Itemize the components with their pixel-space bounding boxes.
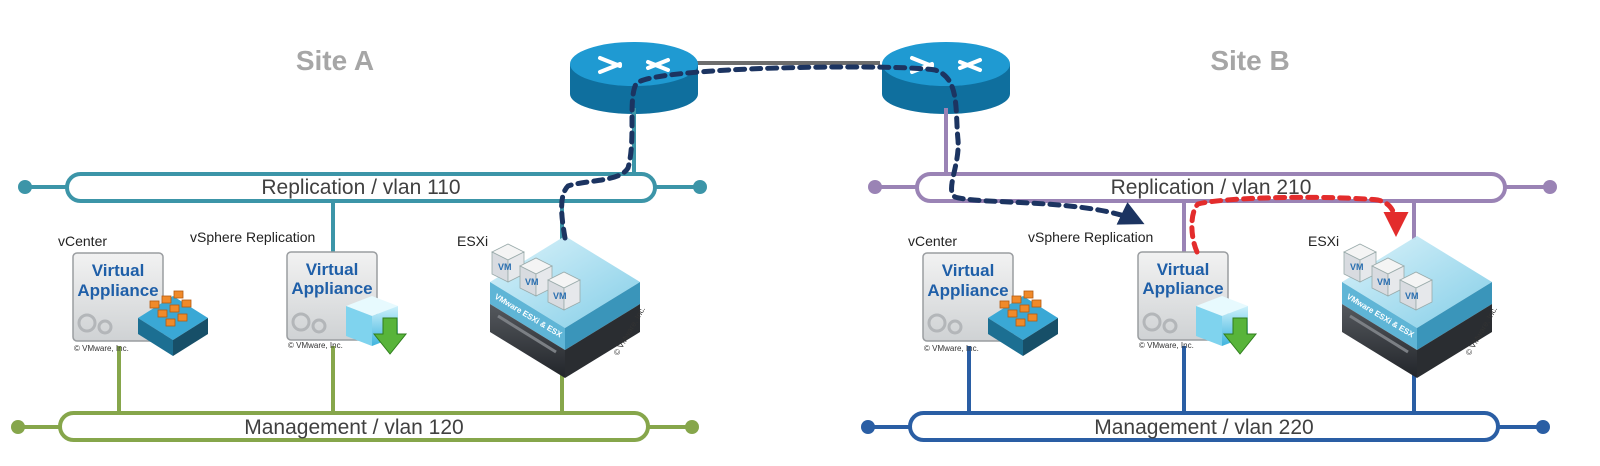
- esxi-label-a: ESXi: [457, 233, 488, 249]
- vsr-label-b: vSphere Replication: [1028, 229, 1153, 245]
- svg-text:Virtual: Virtual: [306, 260, 359, 279]
- cpu-chip-icon: [138, 290, 208, 356]
- replication-flow-path: [559, 64, 1145, 241]
- vcenter-label-b: vCenter: [908, 233, 957, 249]
- virtual-appliance-icon: Virtual Appliance © VMware, Inc.: [921, 251, 1015, 353]
- vsphere-replication-appliance-a: Virtual Appliance © VMware, Inc.: [285, 250, 408, 355]
- svg-text:Appliance: Appliance: [1142, 279, 1223, 298]
- management-label-a: Management / vlan 120: [244, 416, 463, 439]
- management-network-b: Management / vlan 220: [861, 411, 1550, 442]
- cpu-chip-icon: [988, 290, 1058, 356]
- replication-label-b: Replication / vlan 210: [1111, 176, 1312, 199]
- svg-text:Appliance: Appliance: [927, 281, 1008, 300]
- replication-cube-icon: [1196, 296, 1248, 346]
- replication-label-a: Replication / vlan 110: [261, 176, 460, 199]
- svg-text:VM: VM: [498, 262, 512, 272]
- svg-text:VM: VM: [1377, 277, 1391, 287]
- svg-text:VM: VM: [1405, 291, 1419, 301]
- vm-box: VM: [547, 271, 581, 311]
- svg-text:Virtual: Virtual: [92, 261, 145, 280]
- virtual-appliance-icon: Virtual Appliance © VMware, Inc.: [71, 251, 165, 353]
- svg-text:© VMware, Inc.: © VMware, Inc.: [1139, 341, 1194, 350]
- esxi-host-b: VMware ESXi & ESX © VMware, Inc. VM VM V…: [1342, 236, 1499, 378]
- vcenter-appliance-b: Virtual Appliance © VMware, Inc.: [921, 251, 1058, 356]
- replication-network-a: Replication / vlan 110: [18, 172, 707, 203]
- vm-box: VM: [1343, 243, 1377, 283]
- svg-text:© VMware, Inc.: © VMware, Inc.: [924, 344, 979, 353]
- download-arrow-icon: [372, 317, 408, 355]
- svg-text:VM: VM: [1350, 262, 1364, 272]
- management-network-a: Management / vlan 120: [11, 411, 699, 442]
- local-delivery-flow-path: [1189, 194, 1409, 255]
- vsr-label-a: vSphere Replication: [190, 229, 315, 245]
- vm-box: VM: [491, 243, 525, 283]
- replication-network-b: Replication / vlan 210: [868, 172, 1557, 203]
- vcenter-appliance-a: Virtual Appliance © VMware, Inc.: [71, 251, 208, 356]
- virtual-appliance-icon: Virtual Appliance © VMware, Inc.: [285, 250, 379, 350]
- svg-text:Appliance: Appliance: [291, 279, 372, 298]
- svg-text:VM: VM: [553, 291, 567, 301]
- svg-text:© VMware, Inc.: © VMware, Inc.: [74, 344, 129, 353]
- svg-text:VM: VM: [525, 277, 539, 287]
- site-b-title: Site B: [1210, 45, 1289, 76]
- download-arrow-icon: [1222, 317, 1258, 355]
- svg-text:Virtual: Virtual: [942, 261, 995, 280]
- svg-text:Appliance: Appliance: [77, 281, 158, 300]
- management-label-b: Management / vlan 220: [1094, 416, 1313, 439]
- vm-box: VM: [1371, 257, 1405, 297]
- virtual-appliance-icon: Virtual Appliance © VMware, Inc.: [1136, 250, 1230, 350]
- svg-text:Virtual: Virtual: [1157, 260, 1210, 279]
- vsphere-replication-appliance-b: Virtual Appliance © VMware, Inc.: [1136, 250, 1258, 355]
- vm-box: VM: [1399, 271, 1433, 311]
- esxi-host-a: VMware ESXi & ESX © VMware, Inc. VM VM V…: [490, 236, 647, 378]
- site-a-title: Site A: [296, 45, 374, 76]
- vcenter-label-a: vCenter: [58, 233, 107, 249]
- esxi-label-b: ESXi: [1308, 233, 1339, 249]
- svg-text:© VMware, Inc.: © VMware, Inc.: [288, 341, 343, 350]
- vm-box: VM: [519, 257, 553, 297]
